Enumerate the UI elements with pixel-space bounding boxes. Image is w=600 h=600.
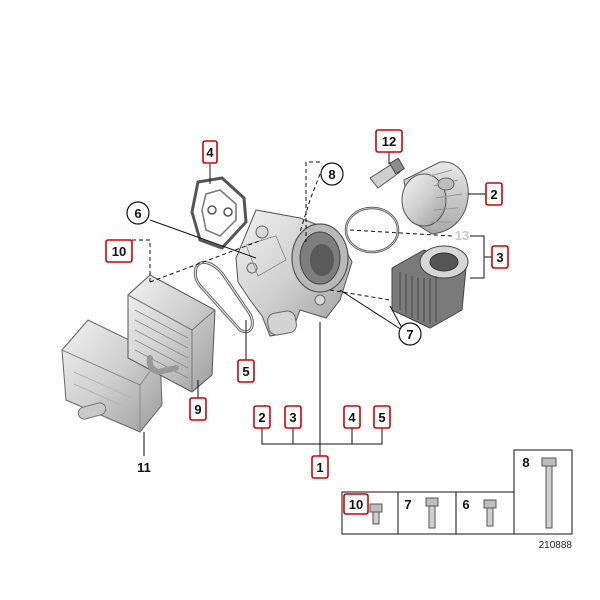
svg-text:7: 7 [406, 327, 413, 342]
diagram-number: 210888 [539, 540, 573, 551]
callout-5-group: 5 [373, 405, 391, 429]
svg-text:1: 1 [316, 460, 323, 475]
svg-text:2: 2 [258, 410, 265, 425]
sealing-ring-part [193, 260, 254, 334]
bolt-8-icon [541, 457, 557, 529]
callout-2-group: 2 [253, 405, 271, 429]
svg-text:8: 8 [522, 455, 529, 470]
callout-9-cooler: 9 [189, 397, 207, 421]
o-ring-part [344, 206, 400, 254]
callout-4-gasket: 4 [202, 140, 218, 164]
svg-text:5: 5 [242, 364, 249, 379]
svg-text:5: 5 [378, 410, 385, 425]
leader-lines [132, 152, 492, 458]
callout-13-ghost: 13 [455, 228, 469, 243]
svg-text:10: 10 [349, 497, 363, 512]
callout-4-group: 4 [343, 405, 361, 429]
svg-text:8: 8 [328, 167, 335, 182]
svg-text:10: 10 [112, 244, 126, 259]
svg-text:3: 3 [496, 250, 503, 265]
bolt-6-icon [483, 499, 497, 527]
callout-12-sensor: 12 [375, 129, 403, 153]
svg-text:9: 9 [194, 402, 201, 417]
callout-3-filter: 3 [491, 245, 509, 269]
filter-cover-part [401, 161, 469, 235]
callout-3-group: 3 [284, 405, 302, 429]
bolt-10-icon [369, 503, 383, 525]
fastener-10-cell: 10 [343, 493, 383, 525]
bolt-7-icon [425, 497, 439, 529]
callout-6-circle: 6 [126, 201, 150, 225]
fastener-7-cell: 7 [404, 497, 439, 529]
callout-1-housing: 1 [311, 455, 329, 479]
callout-5-seal: 5 [237, 359, 255, 383]
callout-8-circle: 8 [320, 162, 344, 186]
svg-text:4: 4 [206, 145, 214, 160]
callout-10-bolt: 10 [105, 239, 133, 263]
oil-cooler-core-part [127, 274, 216, 393]
svg-text:7: 7 [404, 497, 411, 512]
svg-text:3: 3 [289, 410, 296, 425]
filter-element-part [391, 245, 469, 329]
oil-pressure-sensor-part [369, 157, 406, 189]
gasket-part [190, 176, 248, 250]
callout-7-circle: 7 [398, 322, 422, 346]
svg-text:4: 4 [348, 410, 356, 425]
callout-2-cap: 2 [485, 182, 503, 206]
oil-filter-housing-part [235, 209, 353, 337]
fastener-6-cell: 6 [462, 497, 497, 527]
svg-text:6: 6 [134, 206, 141, 221]
fastener-8-cell: 8 [522, 455, 557, 529]
svg-text:2: 2 [490, 187, 497, 202]
fastener-table: 10 7 6 8 [341, 449, 573, 535]
svg-text:6: 6 [462, 497, 469, 512]
svg-text:12: 12 [382, 134, 396, 149]
callout-11-plain: 11 [137, 460, 151, 475]
